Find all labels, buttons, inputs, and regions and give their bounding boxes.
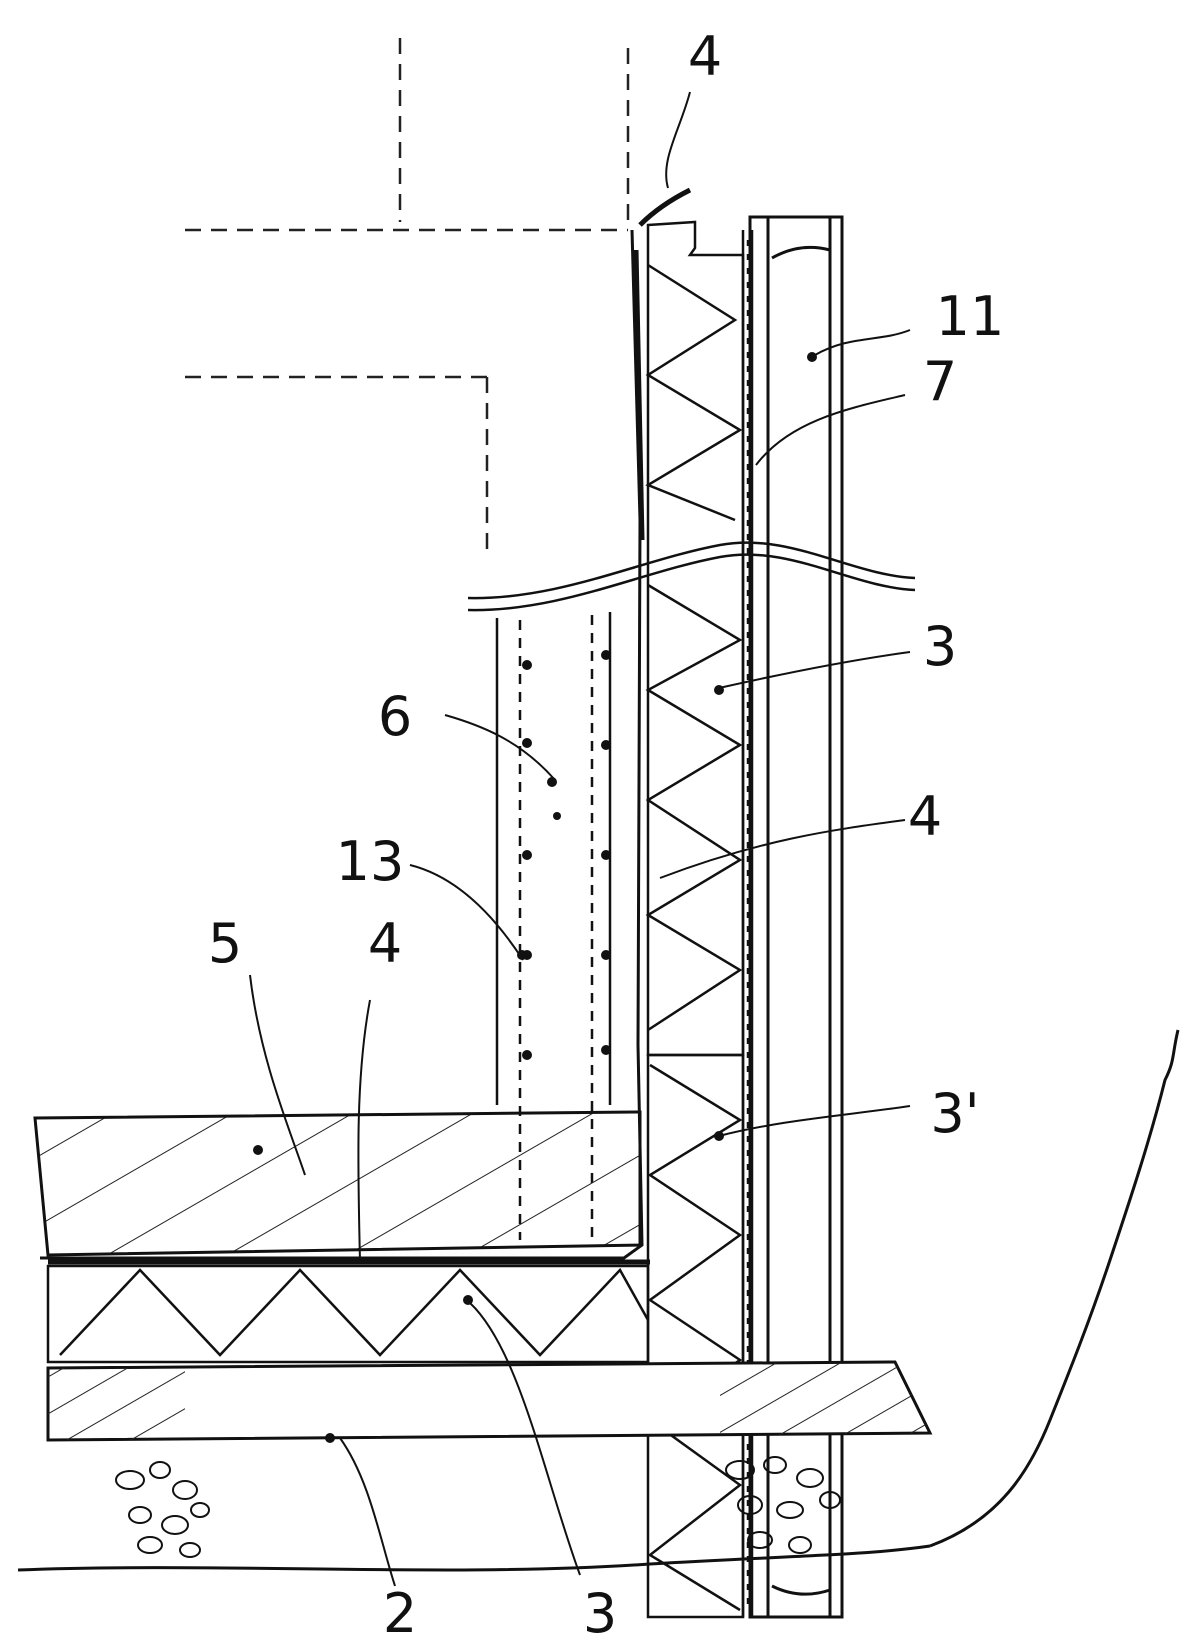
ground-profile bbox=[17, 1029, 1180, 1572]
label-3-bottom: 3 bbox=[583, 1582, 617, 1644]
gravel-fill bbox=[115, 1456, 841, 1558]
label-3-prime: 3' bbox=[930, 1082, 979, 1145]
base-slab bbox=[46, 1360, 933, 1442]
break-line bbox=[467, 541, 916, 612]
floor-insulation bbox=[46, 1264, 650, 1364]
label-13: 13 bbox=[336, 830, 405, 893]
label-4-slab: 4 bbox=[368, 912, 402, 975]
label-11: 11 bbox=[936, 285, 1005, 348]
label-7: 7 bbox=[923, 350, 957, 413]
label-2: 2 bbox=[383, 1582, 417, 1644]
pointer-dots bbox=[253, 352, 817, 1443]
foundation-element bbox=[495, 612, 612, 1240]
anchor-dots bbox=[522, 650, 611, 1060]
leader-lines bbox=[249, 91, 911, 1587]
label-6: 6 bbox=[378, 685, 412, 748]
wall-insulation-lower bbox=[646, 1053, 745, 1619]
label-5: 5 bbox=[208, 912, 242, 975]
wall-insulation bbox=[645, 220, 745, 1057]
label-4-top: 4 bbox=[688, 25, 722, 88]
label-4-mid: 4 bbox=[908, 785, 942, 848]
dashed-outline bbox=[185, 38, 630, 550]
reference-labels: 4 11 7 3 6 4 13 5 4 3' 2 3 bbox=[208, 25, 1005, 1644]
label-3-wall: 3 bbox=[923, 615, 957, 678]
floor-slab bbox=[33, 1110, 642, 1257]
